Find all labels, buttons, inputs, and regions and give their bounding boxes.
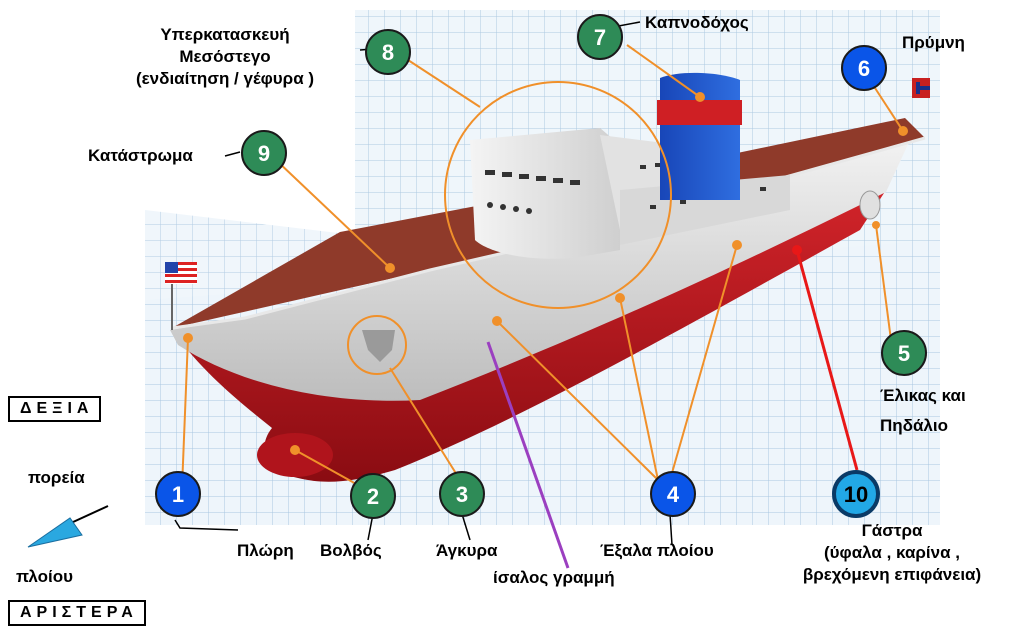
badge-5: 5 xyxy=(881,330,927,376)
label-funnel: Καπνοδόχος xyxy=(645,13,749,32)
waterline-line xyxy=(486,341,570,569)
badge-number: 10 xyxy=(844,482,868,507)
badge-number: 9 xyxy=(258,141,270,166)
badge-7: 7 xyxy=(577,14,623,60)
badge-number: 2 xyxy=(367,484,379,509)
badge-3: 3 xyxy=(439,471,485,517)
label-hull: Γάστρα (ύφαλα , καρίνα , βρεχόμενη επιφά… xyxy=(802,521,982,584)
badge-6: 6 xyxy=(841,45,887,91)
bow-flag xyxy=(165,262,197,330)
label-deck: Κατάστρωμα xyxy=(88,146,193,165)
course-label-line1: πορεία xyxy=(28,468,85,487)
badge-number: 5 xyxy=(898,341,910,366)
badge-10: 10 xyxy=(832,470,880,518)
badge-number: 1 xyxy=(172,482,184,507)
label-bow: Πλώρη xyxy=(237,541,294,560)
badge-2: 2 xyxy=(350,473,396,519)
label-waterline: ίσαλος γραμμή xyxy=(493,568,615,587)
stern-flag xyxy=(912,78,930,98)
number-badges: 1 2 3 4 5 6 7 8 9 10 xyxy=(155,14,927,519)
direction-right-box: ΔΕΞΙΑ xyxy=(8,396,102,422)
superstructure-highlight xyxy=(444,81,672,309)
anchor-icon xyxy=(362,330,395,362)
label-stern: Πρύμνη xyxy=(902,33,965,52)
label-fittings: Έξαλα πλοίου xyxy=(600,541,714,560)
label-propeller: Έλικας και Πηδάλιο xyxy=(880,386,966,435)
course-label-line2: πλοίου xyxy=(16,567,74,586)
badge-number: 3 xyxy=(456,482,468,507)
badge-number: 7 xyxy=(594,25,606,50)
leader-dots xyxy=(183,92,908,455)
leader-lines xyxy=(181,44,904,489)
course-arrow-icon xyxy=(27,505,109,548)
hull-leader-line xyxy=(795,249,859,471)
badge-4: 4 xyxy=(650,471,696,517)
badge-number: 8 xyxy=(382,40,394,65)
badge-1: 1 xyxy=(155,471,201,517)
direction-left-box: ΑΡΙΣΤΕΡΑ xyxy=(8,600,146,626)
badge-number: 6 xyxy=(858,56,870,81)
badge-8: 8 xyxy=(365,29,411,75)
badge-number: 4 xyxy=(667,482,680,507)
badge-9: 9 xyxy=(241,130,287,176)
anchor-highlight xyxy=(347,315,407,375)
label-anchor: Άγκυρα xyxy=(436,541,498,560)
label-bulb: Βολβός xyxy=(320,541,382,560)
superstructure xyxy=(470,72,790,259)
label-superstructure: Υπερκατασκευή Μεσόστεγο (ενδιαίτηση / γέ… xyxy=(135,25,315,88)
